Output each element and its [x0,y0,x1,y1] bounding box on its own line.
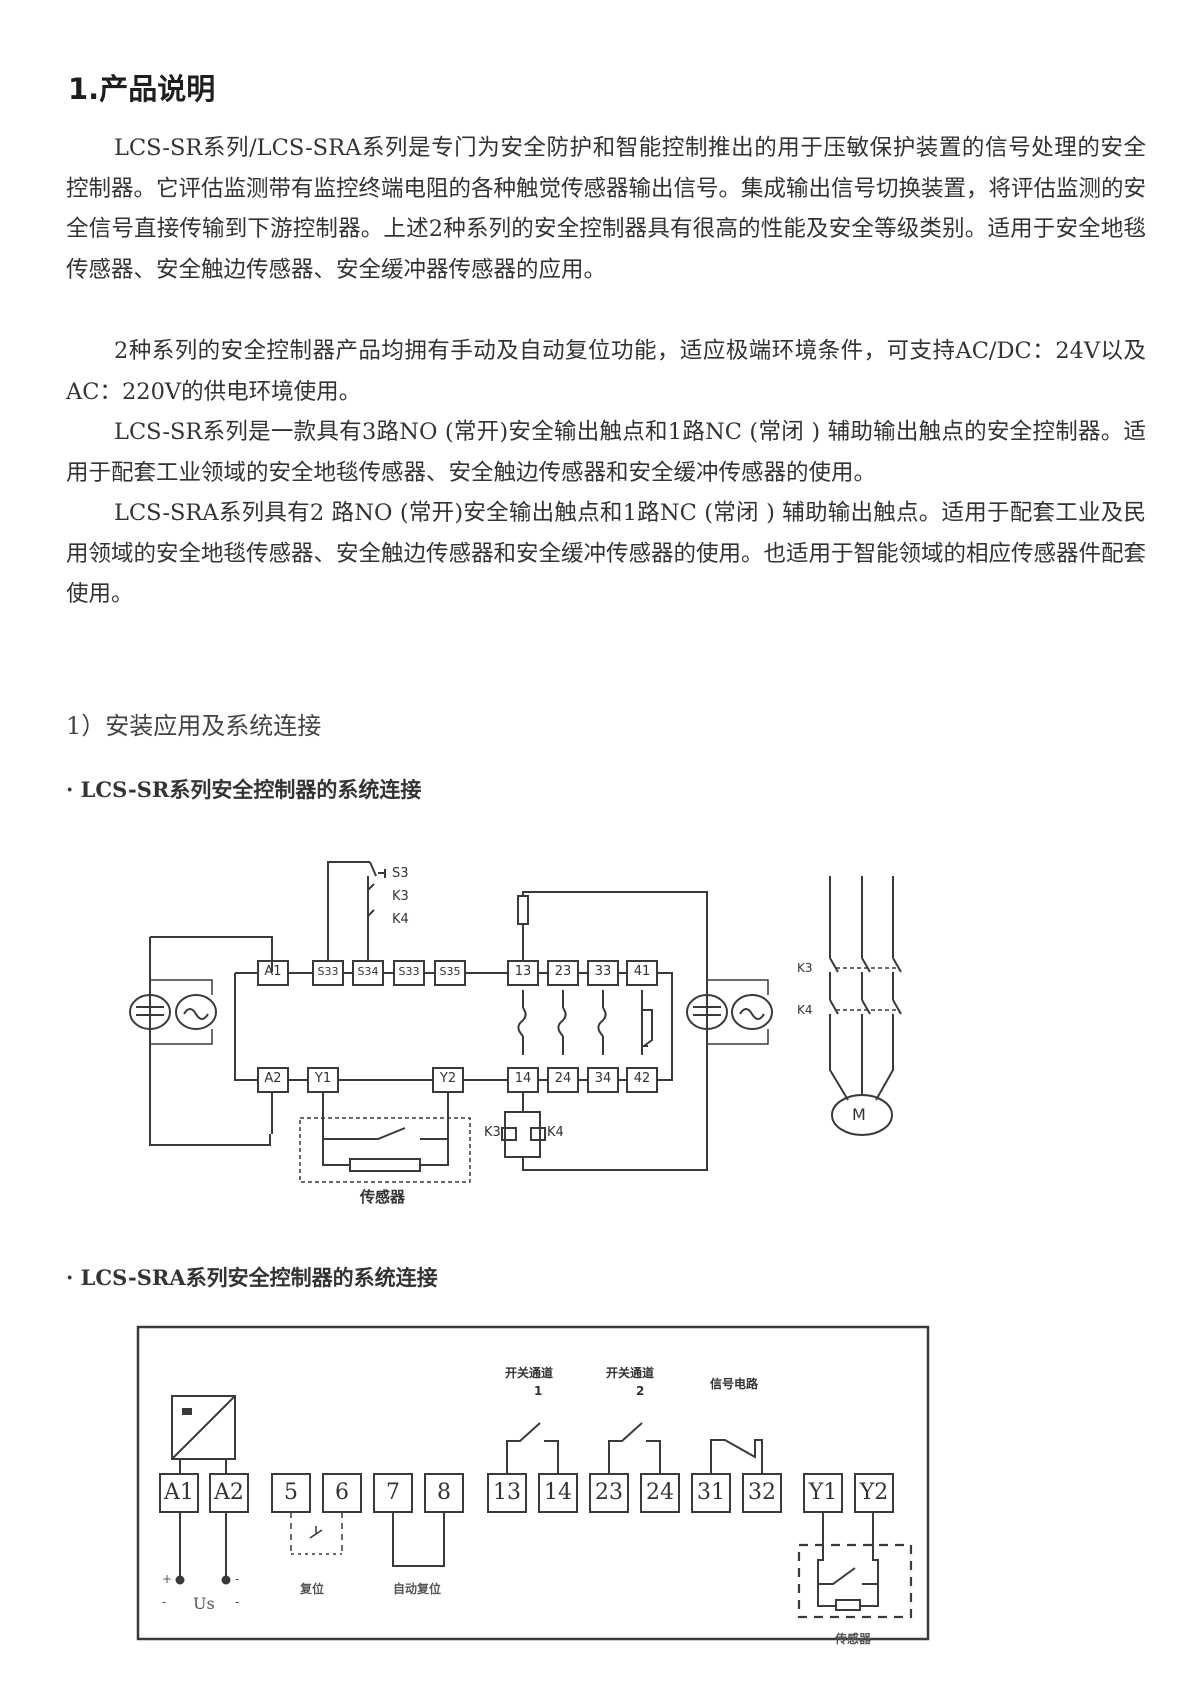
power-source-right-icon [686,979,773,1045]
paragraph-sr: LCS-SR系列是一款具有3路NO (常开)安全输出触点和1路NC (常闭 ) … [66,412,1146,493]
sensor-box-1 [299,1092,471,1183]
paragraph-reset: 2种系列的安全控制器产品均拥有手动及自动复位功能，适应极端环境条件，可支持AC/… [66,331,1146,412]
paragraph-sra: LCS-SRA系列具有2 路NO (常开)安全输出触点和1路NC (常闭 ) 辅… [66,493,1146,615]
top-terminal-row [257,960,673,1081]
sra-terminal-row [159,1473,894,1513]
paragraph-intro: LCS-SR系列/LCS-SRA系列是专门为安全防护和智能控制推出的用于压敏保护… [66,128,1146,290]
output-contacts [517,990,653,1055]
power-converter-icon [171,1395,236,1460]
diagram1-caption: · LCS-SR系列安全控制器的系统连接 [66,777,422,802]
subsection-title: 1）安装应用及系统连接 [66,712,322,740]
bottom-terminal-row [257,1067,658,1134]
switch-channel-2-icon [608,1422,661,1474]
diagram2-caption: · LCS-SRA系列安全控制器的系统连接 [66,1265,438,1290]
sensor-box-2 [797,1543,913,1619]
motor-icon [831,1094,893,1136]
fuse-icon [517,891,708,1171]
s3-k3-k4-switch-chain [327,861,386,961]
paragraph-2: 2种系列的安全控制器产品均拥有手动及自动复位功能，适应极端环境条件，可支持AC/… [66,338,1146,405]
power-source-left-icon [129,936,273,1146]
relay-coils-k3-k4 [501,1092,546,1158]
motor-circuit [829,876,902,1136]
paragraph-4: LCS-SRA系列具有2 路NO (常开)安全输出触点和1路NC (常闭 ) 辅… [66,500,1147,607]
paragraph-1: LCS-SR系列/LCS-SRA系列是专门为安全防护和智能控制推出的用于压敏保护… [66,135,1147,283]
paragraph-3: LCS-SR系列是一款具有3路NO (常开)安全输出触点和1路NC (常闭 ) … [66,419,1146,486]
signal-circuit-icon [710,1439,763,1474]
switch-channel-1-icon [506,1422,559,1474]
section-title: 1.产品说明 [68,72,216,106]
sra-controller-housing [136,1325,930,1641]
